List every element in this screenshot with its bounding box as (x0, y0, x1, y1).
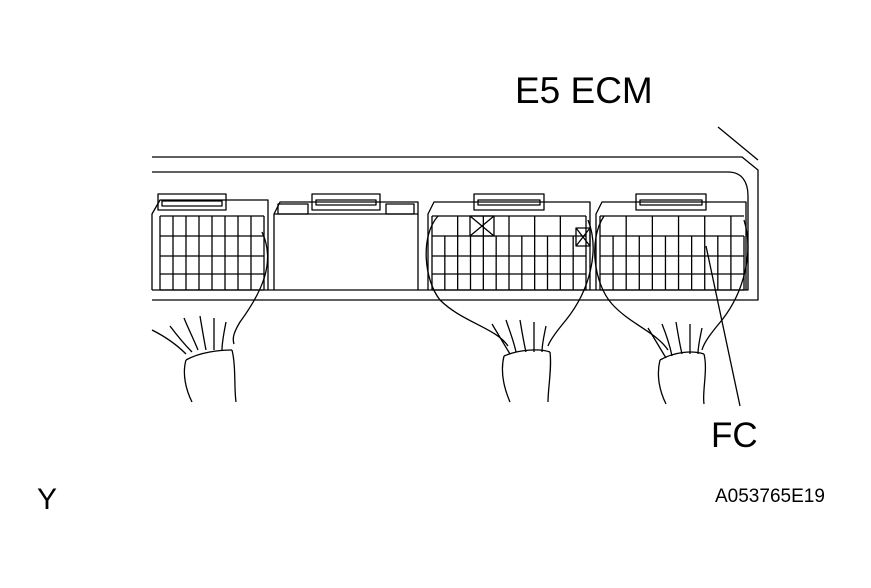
fc-leader-line (705, 245, 741, 407)
harness-bundles (151, 315, 707, 405)
connector-2 (273, 193, 419, 290)
connector-3 (425, 193, 594, 347)
connector-4 (594, 193, 749, 351)
terminal-label: FC (711, 416, 758, 455)
connector-label: E5 ECM (515, 70, 653, 111)
connector-1 (151, 193, 269, 345)
ecm-housing (152, 126, 759, 301)
corner-mark: Y (37, 483, 58, 516)
figure-code: A053765E19 (715, 486, 825, 507)
